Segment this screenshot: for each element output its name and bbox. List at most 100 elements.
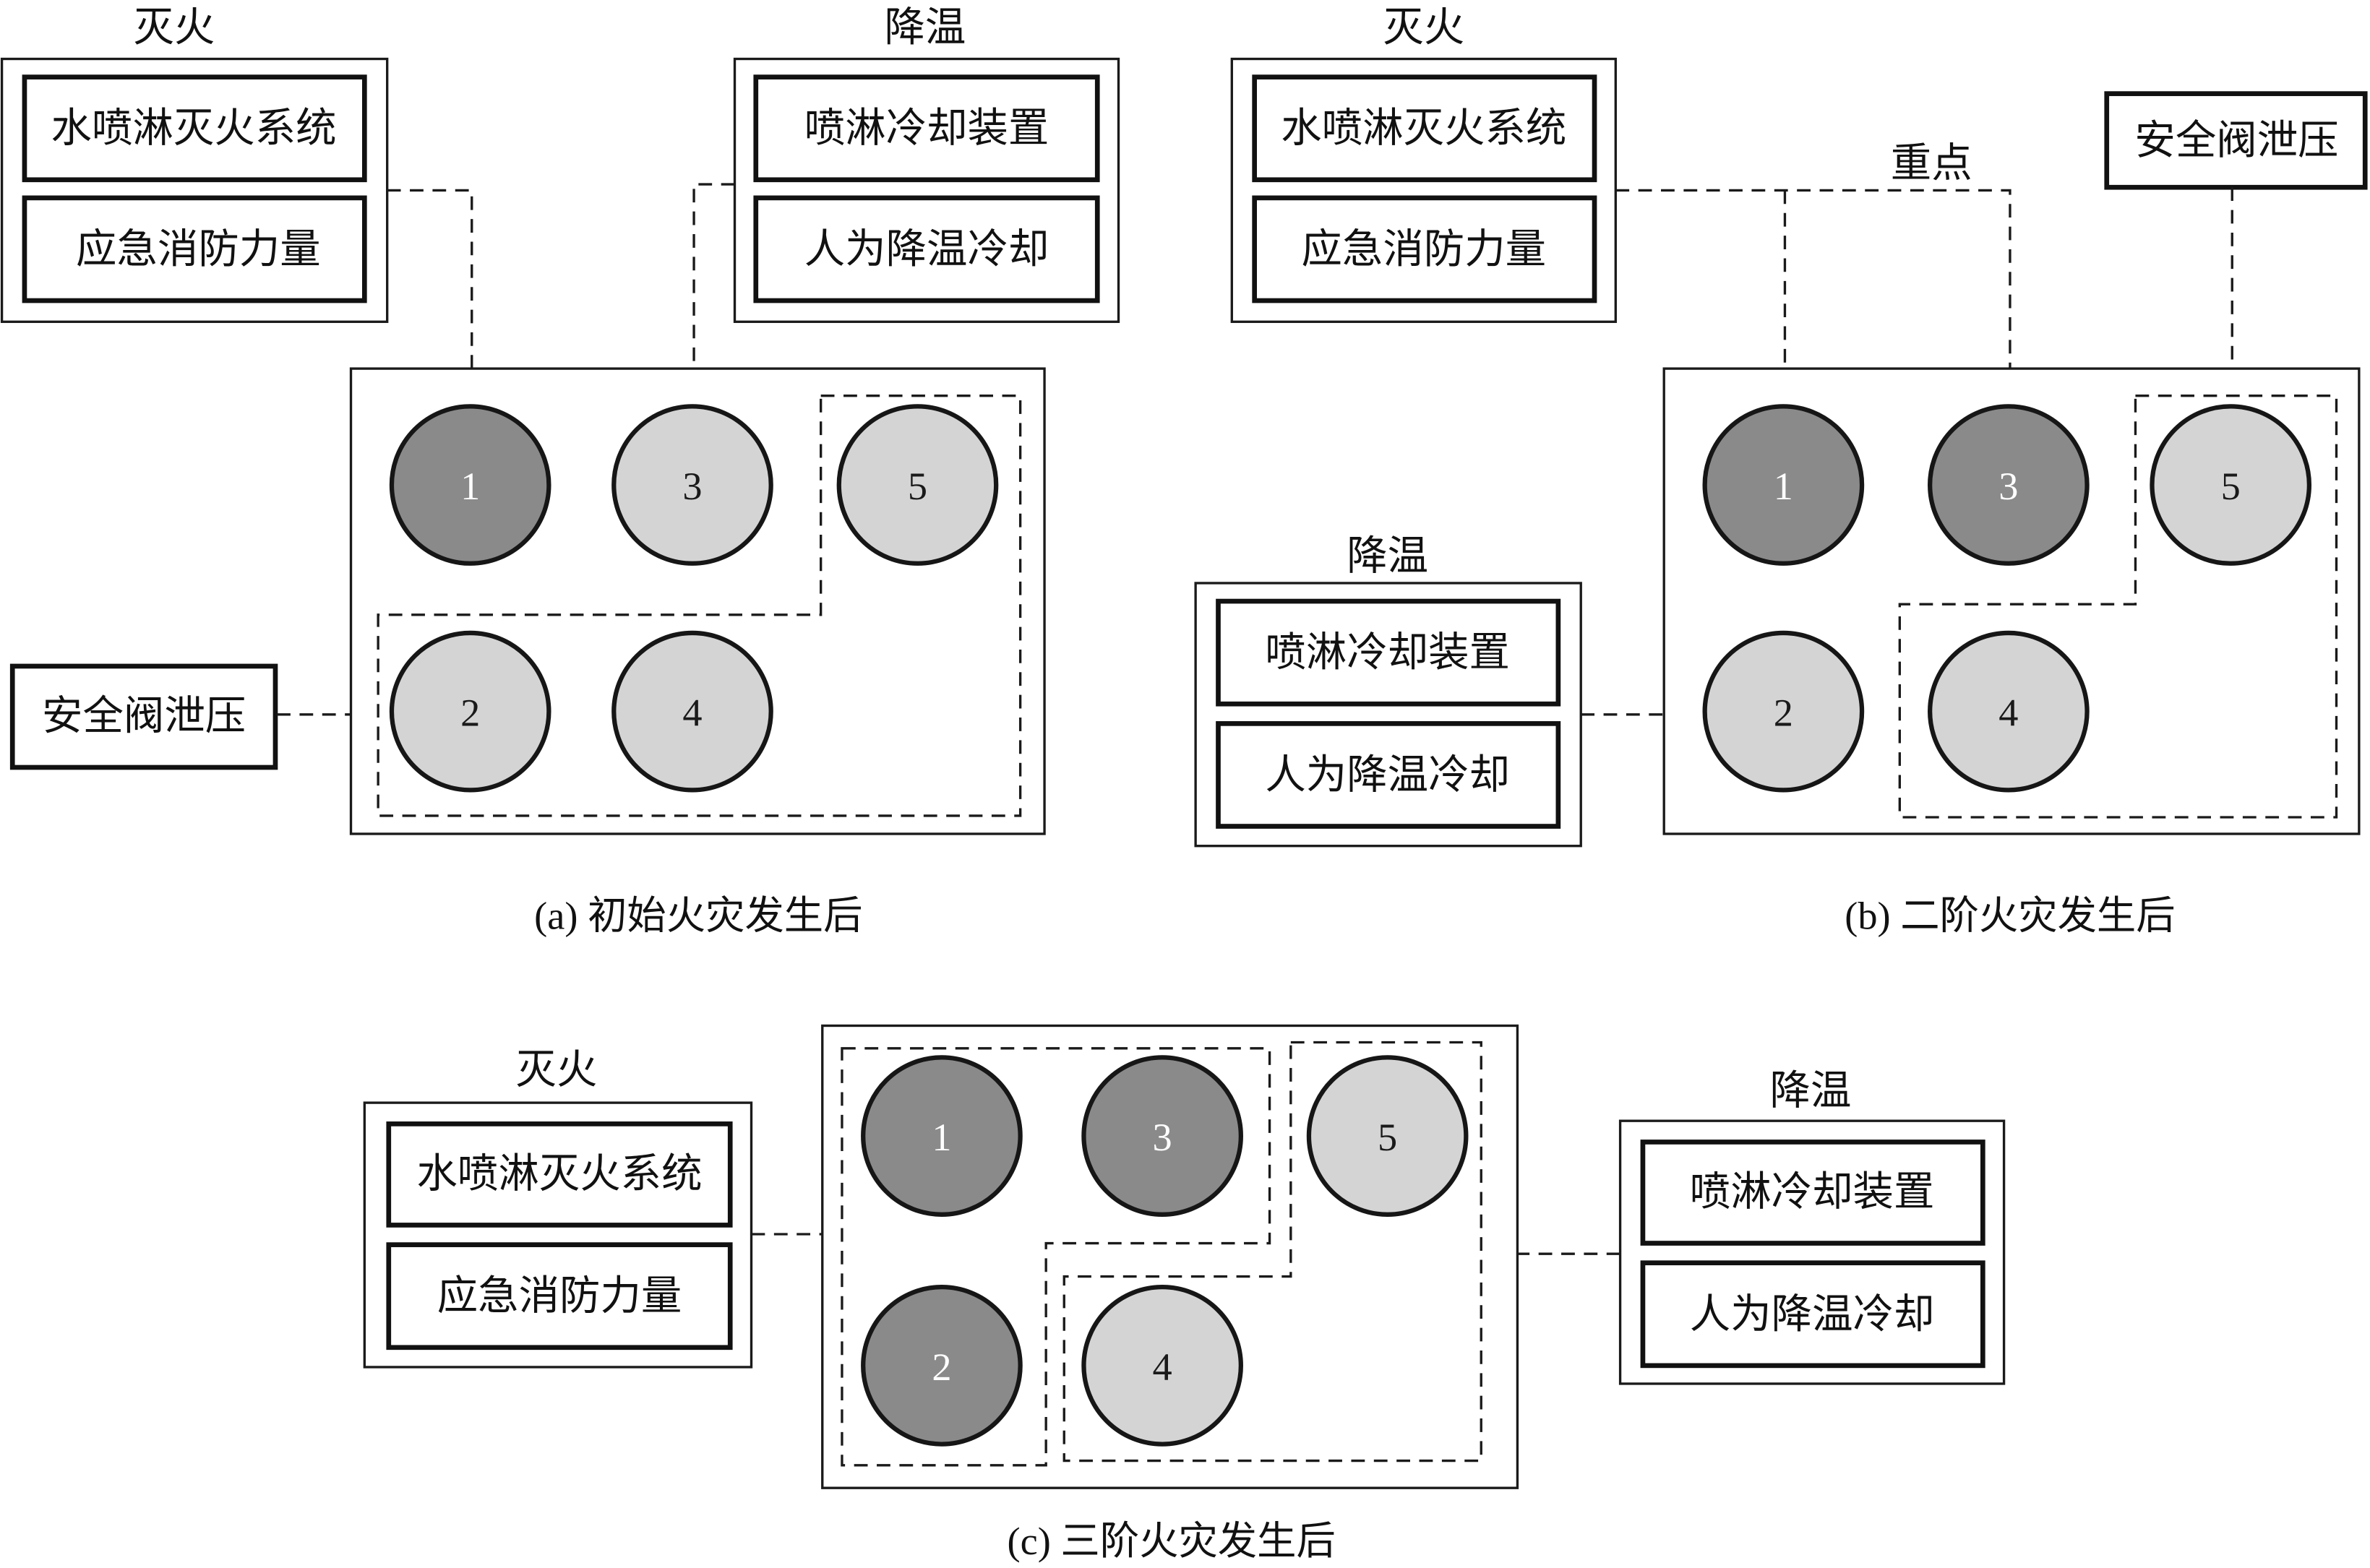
cooling-item: 喷淋冷却装置 [1265, 629, 1510, 676]
tank: 5 [1306, 1055, 1469, 1217]
tank-number: 5 [2221, 465, 2241, 508]
cooling-title: 降温 [1347, 533, 1428, 580]
extinguish-title: 灭火 [1383, 4, 1464, 51]
tank-number: 4 [1153, 1345, 1172, 1389]
tank: 5 [836, 404, 999, 566]
protected-zone [1062, 1041, 1482, 1463]
cooling-group: 降温 喷淋冷却装置 人为降温冷却 [733, 4, 1120, 323]
cooling-item: 人为降温冷却 [804, 225, 1049, 272]
tank-circle [1081, 1055, 1243, 1217]
tank-number: 2 [932, 1345, 951, 1389]
extinguish-item-box [22, 74, 367, 183]
extinguish-item-box [1252, 74, 1597, 183]
extinguish-group: 灭火 水喷淋灭火系统 应急消防力量 [363, 1046, 753, 1369]
focus-label: 重点 [1891, 140, 1972, 187]
protected-zone [1898, 395, 2338, 819]
tank-circle [836, 404, 999, 566]
extinguish-title: 灭火 [133, 4, 215, 51]
cooling-item: 喷淋冷却装置 [804, 105, 1049, 152]
tank-number: 1 [932, 1116, 951, 1159]
tank: 4 [1928, 630, 2090, 793]
protected-zone [377, 395, 1022, 817]
tank-circle [1081, 1285, 1243, 1447]
tank-number: 2 [460, 692, 480, 735]
extinguish-item: 水喷淋灭火系统 [1281, 105, 1566, 152]
tank-circle [611, 404, 773, 566]
tank: 2 [389, 630, 551, 793]
extinguish-arrow [387, 189, 478, 405]
tank: 1 [861, 1055, 1023, 1217]
tank-number: 3 [1998, 465, 2018, 508]
relief-group: 安全阀泄压 [2104, 91, 2368, 190]
tank-circle [1306, 1055, 1469, 1217]
tank-circle [861, 1285, 1023, 1447]
tank: 2 [1702, 630, 1865, 793]
tank-number: 2 [1774, 692, 1793, 735]
relief-label: 安全阀泄压 [2134, 117, 2338, 164]
panel-a: 灭火 水喷淋灭火系统 应急消防力量 降温 喷淋冷却装置 人为降温冷却 安全阀泄压… [0, 4, 1120, 938]
cooling-item-box [1640, 1260, 1985, 1369]
cooling-item-box [1216, 721, 1561, 829]
extinguish-item: 应急消防力量 [1301, 225, 1546, 272]
extinguish-item-box [386, 1242, 733, 1351]
tank-number: 4 [682, 692, 702, 735]
tank-circle [2150, 404, 2312, 566]
panel-caption: (a) 初始火灾发生后 [534, 895, 862, 938]
cooling-title: 降温 [884, 4, 966, 51]
extinguish-group: 灭火 水喷淋灭火系统 应急消防力量 [1230, 4, 1617, 323]
relief-group: 安全阀泄压 [9, 663, 278, 770]
tank-circle [611, 630, 773, 793]
tank: 2 [861, 1285, 1023, 1447]
cooling-item: 人为降温冷却 [1690, 1291, 1935, 1337]
tank-circle [1928, 630, 2090, 793]
extinguish-item: 应急消防力量 [437, 1272, 682, 1319]
extinguish-item: 水喷淋灭火系统 [416, 1150, 702, 1197]
extinguish-arrow-focus [1615, 189, 2017, 405]
cooling-title: 降温 [1770, 1067, 1852, 1114]
tank-circle [1702, 404, 1865, 566]
panel-caption: (b) 二阶火灾发生后 [1845, 895, 2175, 938]
cooling-group: 降温 喷淋冷却装置 人为降温冷却 [1194, 533, 1582, 848]
tank: 3 [1928, 404, 2090, 566]
extinguish-item: 水喷淋灭火系统 [51, 105, 337, 152]
cooling-group: 降温 喷淋冷却装置 人为降温冷却 [1618, 1067, 2006, 1385]
tank-number: 1 [1774, 465, 1793, 508]
cooling-item-box [753, 195, 1100, 303]
tank: 1 [1702, 404, 1865, 566]
extinguish-item-box [1252, 195, 1597, 303]
tank: 1 [389, 404, 551, 566]
panel-c: 灭火 水喷淋灭火系统 应急消防力量 降温 喷淋冷却装置 人为降温冷却 1 3 5… [363, 1024, 2006, 1563]
tank-number: 1 [460, 465, 480, 508]
cooling-item-box [753, 74, 1100, 183]
relief-box [9, 663, 278, 770]
tank: 4 [611, 630, 773, 793]
relief-label: 安全阀泄压 [42, 692, 246, 739]
relief-box [2104, 91, 2368, 190]
burning-zone [841, 1047, 1271, 1467]
cooling-arrow [687, 183, 735, 405]
cooling-item: 喷淋冷却装置 [1690, 1168, 1935, 1215]
tank-circle [389, 630, 551, 793]
tank-number: 5 [908, 465, 927, 508]
extinguish-group: 灭火 水喷淋灭火系统 应急消防力量 [0, 4, 389, 323]
panel-b: 灭火 水喷淋灭火系统 应急消防力量 重点 安全阀泄压 降温 喷淋冷却装置 人为降… [1194, 4, 2368, 938]
extinguish-title: 灭火 [515, 1046, 597, 1093]
tank: 4 [1081, 1285, 1243, 1447]
extinguish-item-box [386, 1121, 733, 1228]
tank-circle [861, 1055, 1023, 1217]
cooling-item-box [1216, 598, 1561, 707]
tank-number: 3 [682, 465, 702, 508]
tank: 3 [611, 404, 773, 566]
tank-number: 5 [1378, 1116, 1397, 1159]
tank: 3 [1081, 1055, 1243, 1217]
tank-number: 3 [1153, 1116, 1172, 1159]
cooling-item-box [1640, 1140, 1985, 1246]
panel-caption: (c) 三阶火灾发生后 [1008, 1520, 1336, 1563]
tank: 5 [2150, 404, 2312, 566]
tank-number: 4 [1998, 692, 2018, 735]
cooling-item: 人为降温冷却 [1265, 751, 1510, 798]
tank-circle [389, 404, 551, 566]
extinguish-item: 应急消防力量 [76, 225, 321, 272]
tank-circle [1702, 630, 1865, 793]
